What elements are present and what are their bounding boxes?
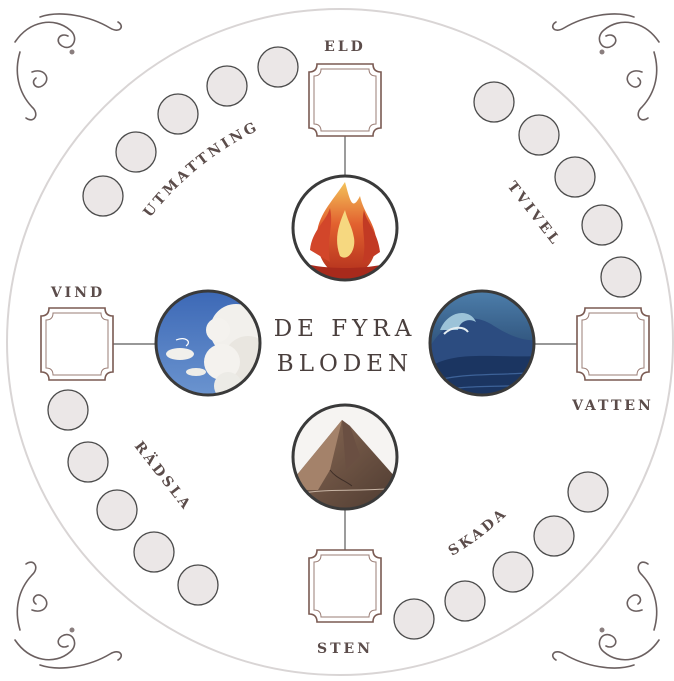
utmattning-slot[interactable]	[158, 94, 198, 134]
tvivel-slot[interactable]	[582, 205, 622, 245]
eld-label: ELD	[324, 39, 366, 55]
utmattning-slot[interactable]	[207, 66, 247, 106]
wind-medallion	[150, 288, 272, 403]
eld-box[interactable]	[309, 64, 381, 136]
vind-label: VIND	[50, 285, 105, 301]
skada-slot[interactable]	[493, 552, 533, 592]
utmattning-slot[interactable]	[258, 47, 298, 87]
utmattning-slot[interactable]	[83, 176, 123, 216]
radsla-slot[interactable]	[134, 532, 174, 572]
radsla-slot[interactable]	[48, 390, 88, 430]
utmattning-slot[interactable]	[116, 132, 156, 172]
skada-label: SKADA	[446, 505, 511, 560]
corner-flourish-top-left	[15, 14, 121, 120]
skada-slot[interactable]	[534, 516, 574, 556]
radsla-slot[interactable]	[178, 565, 218, 605]
utmattning-label: UTMATTNING	[141, 118, 262, 220]
stone-medallion	[290, 402, 402, 514]
tvivel-slot[interactable]	[519, 115, 559, 155]
skada-slot[interactable]	[394, 599, 434, 639]
utmattning-track	[83, 47, 298, 216]
vatten-box[interactable]	[577, 308, 649, 380]
board-title-line-1: DE FYRA	[274, 316, 417, 342]
corner-flourish-bottom-right	[553, 562, 659, 668]
sten-label: STEN	[317, 641, 373, 657]
vatten-label: VATTEN	[571, 398, 654, 414]
tvivel-track	[474, 82, 641, 297]
skada-track	[394, 472, 608, 639]
fire-medallion	[290, 174, 400, 290]
corner-flourish-top-right	[553, 14, 659, 120]
skada-slot[interactable]	[568, 472, 608, 512]
sten-box[interactable]	[309, 550, 381, 622]
water-medallion	[426, 288, 541, 403]
board-title-line-2: BLODEN	[277, 351, 413, 377]
tvivel-slot[interactable]	[601, 257, 641, 297]
skada-slot[interactable]	[445, 581, 485, 621]
radsla-label: RÄDSLA	[131, 437, 197, 514]
tvivel-slot[interactable]	[474, 82, 514, 122]
radsla-slot[interactable]	[97, 490, 137, 530]
radsla-track	[48, 390, 218, 605]
tvivel-slot[interactable]	[555, 157, 595, 197]
tvivel-label: TVIVEL	[504, 179, 564, 250]
vind-box[interactable]	[41, 308, 113, 380]
radsla-slot[interactable]	[68, 442, 108, 482]
